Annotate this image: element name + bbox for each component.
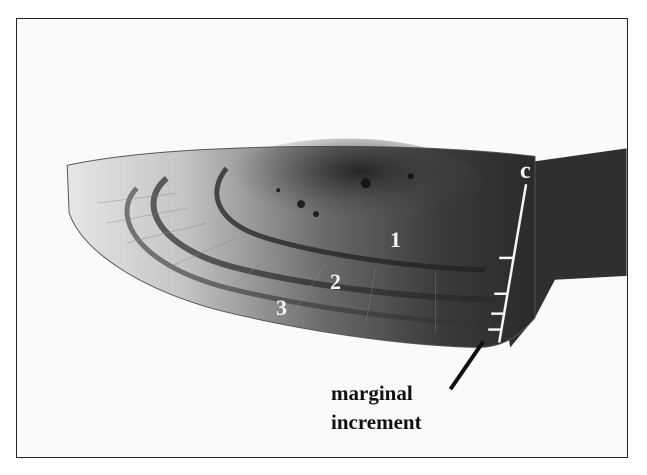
annotation-line-2: increment bbox=[331, 410, 422, 434]
annotation-line-1: marginal bbox=[331, 381, 413, 405]
figure-frame: 1 2 3 c marginal increment bbox=[16, 18, 628, 458]
ring-label-1: 1 bbox=[390, 227, 401, 252]
measurement-axis-line bbox=[497, 184, 528, 343]
axis-label-c: c bbox=[520, 158, 531, 184]
annotation-pointer-line bbox=[448, 340, 485, 391]
ring-label-3: 3 bbox=[276, 295, 287, 320]
ring-label-2: 2 bbox=[330, 269, 341, 294]
otolith-section-image bbox=[66, 138, 627, 391]
